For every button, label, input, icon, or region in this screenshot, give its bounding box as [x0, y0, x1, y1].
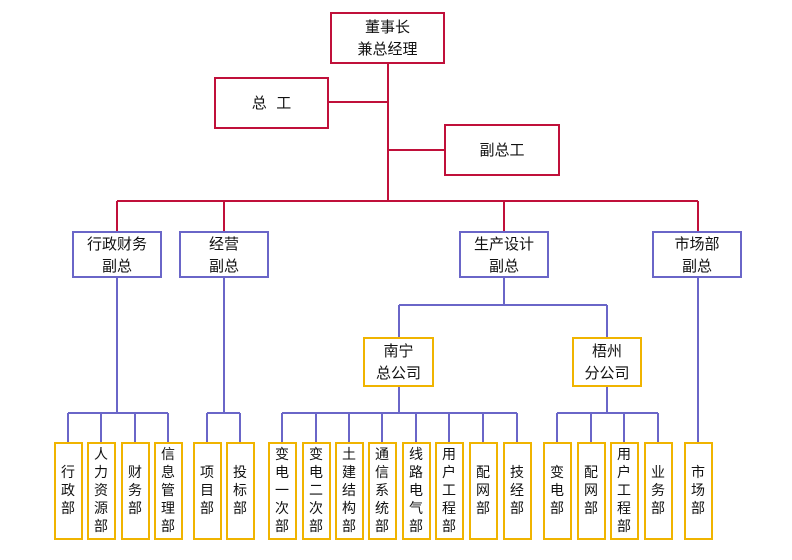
- department-label: 行政部: [61, 465, 75, 517]
- department-box: 人力资源部: [86, 442, 116, 540]
- chief-engineer-box: 总 工: [214, 77, 329, 129]
- vp-admin-finance-box: 行政财务 副总: [72, 231, 162, 278]
- vp-subtitle: 副总: [208, 256, 239, 275]
- branch-title: 梧州: [591, 342, 622, 360]
- department-box: 配网部: [576, 442, 606, 540]
- vp-subtitle: 副总: [488, 256, 519, 275]
- department-label: 配网部: [584, 465, 598, 517]
- department-box: 行政部: [53, 442, 83, 540]
- chairman-subtitle: 兼总经理: [357, 40, 418, 58]
- vp-subtitle: 副总: [101, 256, 132, 275]
- vp-business-box: 经营 副总: [179, 231, 269, 278]
- department-box: 变电部: [542, 442, 572, 540]
- branch-subtitle: 总公司: [375, 364, 421, 382]
- department-box: 通信系统部: [367, 442, 397, 540]
- department-label: 变电部: [550, 465, 564, 517]
- deputy-chief-engineer-box: 副总工: [444, 124, 560, 176]
- department-label: 用户工程部: [442, 447, 456, 535]
- department-label: 配网部: [476, 465, 490, 517]
- department-label: 变电二次部: [309, 447, 323, 535]
- department-box: 业务部: [643, 442, 673, 540]
- department-box: 项目部: [192, 442, 222, 540]
- department-box: 变电一次部: [267, 442, 297, 540]
- department-label: 技经部: [510, 465, 524, 517]
- department-label: 财务部: [128, 465, 142, 517]
- department-label: 市场部: [691, 465, 705, 517]
- nanning-head-office-box: 南宁 总公司: [363, 337, 434, 387]
- vp-title: 行政财务: [86, 234, 147, 253]
- department-label: 土建结构部: [342, 447, 356, 535]
- department-label: 信息管理部: [161, 447, 175, 535]
- department-label: 变电一次部: [275, 447, 289, 535]
- department-box: 土建结构部: [334, 442, 364, 540]
- department-box: 信息管理部: [153, 442, 183, 540]
- department-box: 财务部: [120, 442, 150, 540]
- chairman-box: 董事长 兼总经理: [330, 12, 445, 64]
- department-label: 线路电气部: [409, 447, 423, 535]
- department-box: 用户工程部: [609, 442, 639, 540]
- department-box: 变电二次部: [301, 442, 331, 540]
- department-label: 通信系统部: [375, 447, 389, 535]
- vp-title: 经营: [208, 234, 239, 253]
- vp-marketing-box: 市场部 副总: [652, 231, 742, 278]
- vp-title: 市场部: [674, 234, 720, 253]
- department-label: 业务部: [651, 465, 665, 517]
- department-box: 技经部: [502, 442, 532, 540]
- department-label: 项目部: [200, 465, 214, 517]
- department-box: 线路电气部: [401, 442, 431, 540]
- branch-subtitle: 分公司: [584, 364, 630, 382]
- deputy-chief-engineer-label: 副总工: [479, 141, 525, 159]
- department-box: 用户工程部: [434, 442, 464, 540]
- wuzhou-branch-box: 梧州 分公司: [572, 337, 642, 387]
- department-label: 人力资源部: [94, 447, 108, 535]
- vp-connectors: [67, 278, 699, 442]
- branch-title: 南宁: [383, 342, 414, 360]
- department-box: 投标部: [225, 442, 255, 540]
- chairman-title: 董事长: [364, 18, 410, 36]
- department-label: 用户工程部: [617, 447, 631, 535]
- department-label: 投标部: [233, 465, 247, 517]
- vp-production-design-box: 生产设计 副总: [459, 231, 549, 278]
- chief-engineer-label: 总 工: [251, 94, 292, 112]
- department-box: 配网部: [468, 442, 498, 540]
- vp-title: 生产设计: [473, 234, 534, 253]
- department-box: 市场部: [683, 442, 713, 540]
- vp-subtitle: 副总: [681, 256, 712, 275]
- executive-connectors: [116, 64, 699, 231]
